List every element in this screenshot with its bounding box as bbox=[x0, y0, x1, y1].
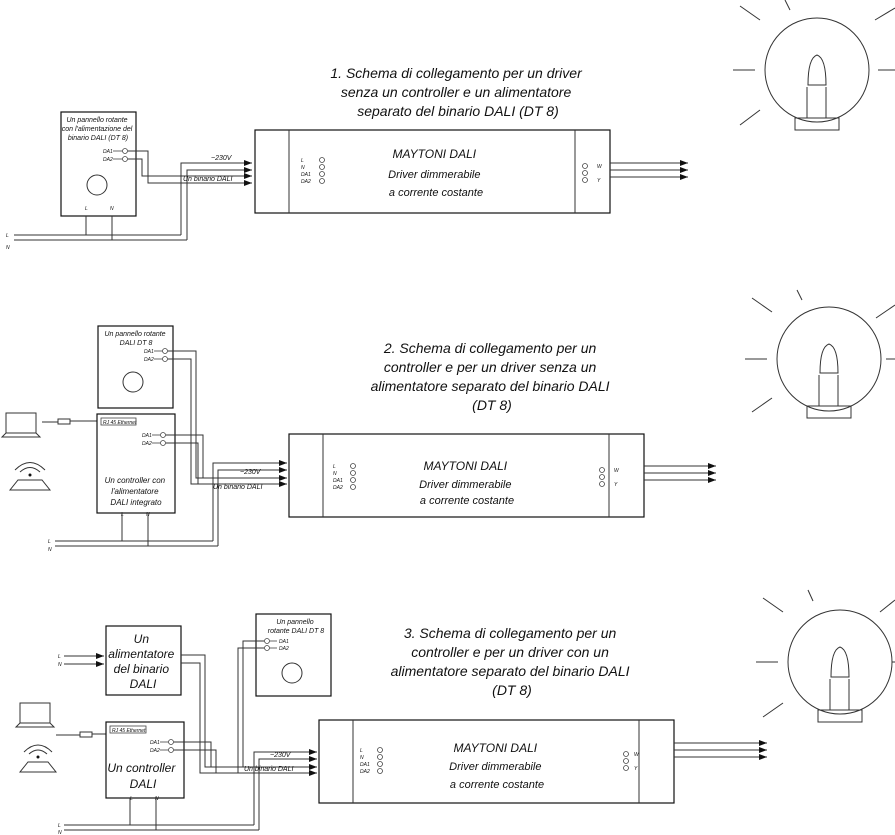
svg-text:N: N bbox=[301, 165, 305, 171]
svg-text:DA1: DA1 bbox=[333, 478, 343, 484]
svg-text:DA1: DA1 bbox=[144, 349, 154, 355]
svg-text:~230V: ~230V bbox=[211, 155, 233, 162]
controller: RJ 45 Ethernet DA1 DA2 Un controller con… bbox=[96, 413, 176, 518]
controller: RJ 45 Ethernet DA1 DA2 Un controller DAL… bbox=[105, 721, 185, 802]
rotary-panel: Un pannello rotante DALI DT 8 DA1 DA2 bbox=[255, 613, 332, 697]
driver: MAYTONI DALI Driver dimmerabile a corren… bbox=[288, 433, 645, 518]
rotary-knob-icon[interactable] bbox=[122, 371, 144, 393]
svg-text:~230V: ~230V bbox=[240, 469, 262, 476]
svg-text:Un controller con l'al: Un controller con l'alimentatore DALI in… bbox=[105, 476, 168, 507]
svg-text:DA2: DA2 bbox=[279, 646, 289, 652]
svg-text:DA2: DA2 bbox=[142, 441, 152, 447]
laptop-icon bbox=[0, 412, 42, 438]
svg-text:N: N bbox=[333, 471, 337, 477]
svg-text:N: N bbox=[155, 796, 159, 802]
svg-text:L: L bbox=[58, 654, 61, 660]
section-2: 2. Schema di collegamento per un control… bbox=[0, 289, 895, 553]
svg-text:N: N bbox=[48, 547, 52, 553]
svg-text:W: W bbox=[597, 164, 603, 170]
svg-text:N: N bbox=[6, 245, 10, 251]
svg-text:Un binario DALI: Un binario DALI bbox=[183, 176, 232, 183]
svg-text:Un binario DALI: Un binario DALI bbox=[244, 766, 293, 773]
svg-text:N: N bbox=[110, 206, 114, 212]
svg-text:RJ 45 Ethernet: RJ 45 Ethernet bbox=[103, 420, 137, 426]
svg-text:Un pannello rotante DA: Un pannello rotante DALI DT 8 bbox=[268, 619, 325, 635]
svg-text:DA1: DA1 bbox=[360, 762, 370, 768]
svg-text:DA1: DA1 bbox=[279, 639, 289, 645]
svg-text:Y: Y bbox=[634, 766, 638, 772]
svg-text:Un pannello rotante co: Un pannello rotante con l'alimentazione … bbox=[62, 117, 135, 142]
laptop-icon bbox=[14, 702, 56, 728]
svg-text:L: L bbox=[6, 233, 9, 239]
svg-text:Un binario DALI: Un binario DALI bbox=[213, 484, 262, 491]
svg-text:N: N bbox=[360, 755, 364, 761]
svg-text:DA2: DA2 bbox=[103, 157, 113, 163]
power-supply: Un alimentatore del binario DALI bbox=[105, 625, 182, 696]
section-1-title: 1. Schema di collegamento per un driver … bbox=[330, 65, 585, 119]
lamp-icon bbox=[756, 589, 895, 723]
svg-text:N: N bbox=[58, 662, 62, 668]
svg-text:L: L bbox=[301, 158, 304, 164]
section-3-title: 3. Schema di collegamento per un control… bbox=[391, 625, 634, 698]
lamp-icon bbox=[745, 289, 895, 419]
section-1: 1. Schema di collegamento per un driver … bbox=[6, 0, 895, 251]
svg-text:W: W bbox=[634, 752, 640, 758]
svg-text:L: L bbox=[130, 796, 133, 802]
svg-text:W: W bbox=[614, 468, 620, 474]
svg-text:L: L bbox=[48, 539, 51, 545]
svg-text:DA2: DA2 bbox=[360, 769, 370, 775]
rotary-knob-icon[interactable] bbox=[281, 662, 303, 684]
svg-text:~230V: ~230V bbox=[270, 752, 292, 759]
svg-text:L: L bbox=[360, 748, 363, 754]
svg-text:MAYTONI DALI Driver di: MAYTONI DALI Driver dimmerabile a corren… bbox=[419, 459, 515, 507]
svg-text:DA2: DA2 bbox=[301, 179, 311, 185]
rotary-panel: Un pannello rotante con l'alimentazione … bbox=[60, 111, 137, 217]
svg-text:Y: Y bbox=[614, 482, 618, 488]
svg-text:RJ 45 Ethernet: RJ 45 Ethernet bbox=[112, 728, 146, 734]
section-2-title: 2. Schema di collegamento per un control… bbox=[371, 340, 614, 413]
svg-text:Un alimentatore: Un alimentatore del binario DALI bbox=[108, 632, 177, 691]
svg-text:MAYTONI DALI Driver di: MAYTONI DALI Driver dimmerabile a corren… bbox=[449, 741, 545, 791]
svg-text:Y: Y bbox=[597, 178, 601, 184]
svg-text:DA1: DA1 bbox=[142, 433, 152, 439]
svg-text:MAYTONI DALI Driver di: MAYTONI DALI Driver dimmerabile a corren… bbox=[388, 147, 484, 199]
svg-text:DA1: DA1 bbox=[103, 149, 113, 155]
svg-text:DA2: DA2 bbox=[333, 485, 343, 491]
driver: MAYTONI DALI Driver dimmerabile a corren… bbox=[254, 129, 611, 214]
section-3: 3. Schema di collegamento per un control… bbox=[14, 589, 895, 835]
svg-text:DA2: DA2 bbox=[150, 748, 160, 754]
svg-text:L: L bbox=[85, 206, 88, 212]
rotary-knob-icon[interactable] bbox=[86, 174, 108, 196]
svg-text:L: L bbox=[58, 823, 61, 829]
wifi-laptop-icon bbox=[8, 462, 52, 491]
wifi-laptop-icon bbox=[18, 744, 58, 773]
svg-text:L: L bbox=[333, 464, 336, 470]
lamp-icon bbox=[733, 0, 895, 131]
svg-text:DA1: DA1 bbox=[301, 172, 311, 178]
svg-text:Un controller DALI: Un controller DALI bbox=[107, 761, 178, 791]
driver: MAYTONI DALI Driver dimmerabile a corren… bbox=[318, 719, 675, 804]
svg-text:DA2: DA2 bbox=[144, 357, 154, 363]
svg-text:N: N bbox=[58, 830, 62, 835]
svg-text:Un pannello rotante DA: Un pannello rotante DALI DT 8 bbox=[104, 331, 167, 347]
svg-text:DA1: DA1 bbox=[150, 740, 160, 746]
rotary-panel: Un pannello rotante DALI DT 8 DA1 DA2 bbox=[97, 325, 174, 409]
